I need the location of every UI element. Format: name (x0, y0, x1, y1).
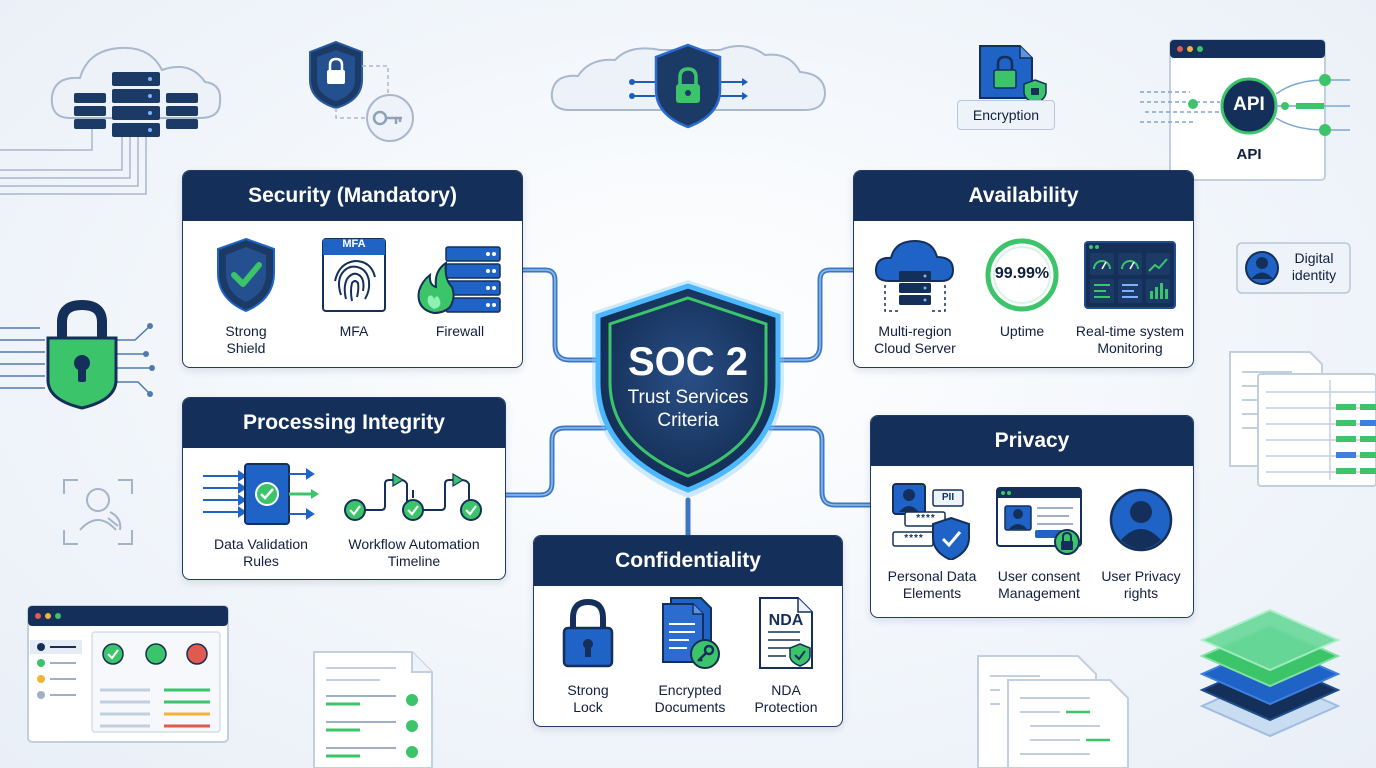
pin-mask-1: **** (916, 513, 936, 524)
confidentiality-item-nda-label: NDA Protection (754, 682, 818, 715)
availability-card: Availability Multi-region Cloud Server 9… (853, 170, 1194, 368)
privacy-item-rights-label: User Privacy rights (1101, 568, 1181, 601)
processing-item-workflow: Workflow Automation Timeline (341, 448, 487, 579)
security-item-firewall: Firewall (417, 221, 503, 367)
personal-data-icon (892, 483, 970, 560)
privacy-card: Privacy PII **** **** Personal Data Elem… (870, 415, 1194, 618)
confidentiality-item-nda: NDA NDA Protection (748, 586, 824, 726)
consent-icon (996, 487, 1082, 555)
confidentiality-card: Confidentiality Strong Lock Encrypted Do… (533, 535, 843, 727)
hub-shield-icon (592, 280, 784, 498)
processing-integrity-card-title: Processing Integrity (183, 398, 505, 448)
checklist-document-icon (313, 651, 433, 768)
shield-key-icon (309, 40, 414, 142)
user-icon (1109, 488, 1173, 552)
soc2-hub: SOC 2 Trust Services Criteria (578, 272, 798, 504)
digital-identity-card-bg (1236, 242, 1351, 294)
confidentiality-item-docs: Encrypted Documents (650, 586, 730, 726)
status-dashboard-window (27, 605, 229, 743)
spreadsheet-docs-icon (1229, 351, 1376, 487)
encrypted-docs-icon (662, 597, 720, 669)
confidentiality-item-lock-label: Strong Lock (567, 682, 609, 715)
security-item-firewall-label: Firewall (435, 323, 485, 339)
encryption-document-icon (979, 45, 1047, 105)
availability-item-monitoring: Real-time system Monitoring (1076, 221, 1184, 367)
availability-item-monitoring-label: Real-time system Monitoring (1075, 323, 1185, 356)
availability-item-cloud-label: Multi-region Cloud Server (874, 323, 956, 356)
processing-item-validation: Data Validation Rules (201, 448, 321, 579)
fingerprint-icon (322, 238, 386, 312)
security-card: Security (Mandatory) Strong Shield (182, 170, 523, 368)
privacy-card-title: Privacy (871, 416, 1193, 466)
pin-mask-2: **** (904, 533, 924, 544)
green-padlock-icon (0, 299, 155, 410)
mfa-badge: MFA (342, 238, 366, 250)
workflow-icon (344, 472, 482, 521)
security-card-title: Security (Mandatory) (183, 171, 522, 221)
security-item-shield-label: Strong Shield (225, 323, 267, 356)
code-documents-icon (977, 655, 1129, 768)
confidentiality-item-lock: Strong Lock (550, 586, 626, 726)
confidentiality-item-docs-label: Encrypted Documents (654, 682, 726, 715)
nda-icon (759, 597, 813, 669)
hub-title: SOC 2 (627, 340, 749, 384)
validation-icon (203, 463, 319, 525)
processing-item-validation-label: Data Validation Rules (214, 536, 308, 569)
cloud-server-icon (874, 239, 955, 312)
processing-integrity-card: Processing Integrity Data Validation Rul… (182, 397, 506, 580)
privacy-item-rights: User Privacy rights (1101, 466, 1181, 617)
stacked-layers-icon (1199, 608, 1341, 738)
cloud-shield-lock-icon (550, 43, 827, 129)
shield-check-icon (217, 237, 275, 313)
encryption-label: Encryption (957, 100, 1055, 130)
availability-item-uptime: 99.99% Uptime (984, 221, 1060, 367)
security-item-shield: Strong Shield (211, 221, 281, 367)
uptime-value: 99.99% (994, 265, 1050, 282)
firewall-icon (417, 246, 501, 315)
availability-card-title: Availability (854, 171, 1193, 221)
face-id-icon (63, 479, 133, 545)
confidentiality-card-title: Confidentiality (534, 536, 842, 586)
privacy-item-personal-data: PII **** **** Personal Data Elements (888, 466, 976, 617)
digital-identity-label: Digital identity (1291, 250, 1337, 283)
pii-badge: PII (941, 492, 955, 503)
lock-icon (562, 598, 614, 668)
hub-subtitle: Trust Services Criteria (627, 387, 749, 431)
api-window-icon (1140, 39, 1350, 181)
privacy-item-consent: User consent Management (995, 466, 1083, 617)
availability-item-uptime-label: Uptime (999, 323, 1045, 339)
security-item-mfa: MFA MFA (319, 221, 389, 367)
api-badge-text: API (1233, 94, 1265, 115)
cloud-servers-icon (0, 46, 222, 195)
processing-item-workflow-label: Workflow Automation Timeline (348, 536, 480, 569)
security-item-mfa-label: MFA (339, 323, 369, 339)
privacy-item-consent-label: User consent Management (997, 568, 1081, 601)
uptime-gauge-icon (985, 238, 1059, 312)
dashboard-icon (1084, 241, 1176, 309)
nda-badge: NDA (768, 612, 804, 629)
availability-item-cloud: Multi-region Cloud Server (874, 221, 956, 367)
privacy-item-personal-data-label: Personal Data Elements (887, 568, 977, 601)
api-label: API (1236, 146, 1262, 163)
